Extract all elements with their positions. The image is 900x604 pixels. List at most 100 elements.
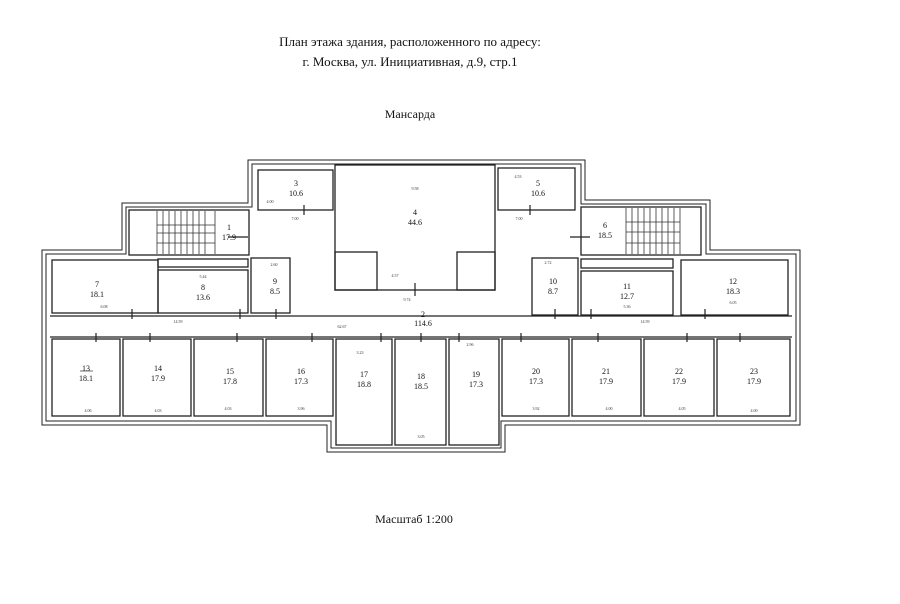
svg-text:22: 22 — [675, 367, 683, 376]
svg-text:1: 1 — [227, 223, 231, 232]
room-5[interactable]: 510.6 4.53 — [497, 167, 576, 211]
svg-text:18.3: 18.3 — [726, 287, 740, 296]
svg-text:12: 12 — [729, 277, 737, 286]
svg-text:10.6: 10.6 — [531, 189, 545, 198]
right-staircase — [580, 206, 702, 256]
svg-text:21: 21 — [602, 367, 610, 376]
dim-hall-width: 9.74 — [404, 297, 411, 302]
doors — [95, 205, 741, 342]
svg-text:18.5: 18.5 — [414, 382, 428, 391]
svg-text:2.72: 2.72 — [545, 260, 552, 265]
room-7[interactable]: 718.1 6.08 — [51, 259, 159, 314]
shaft — [157, 258, 249, 268]
svg-text:2.60: 2.60 — [271, 262, 278, 267]
plan-title-line1: План этажа здания, расположенного по адр… — [279, 34, 541, 49]
svg-text:4.53: 4.53 — [515, 174, 522, 179]
svg-text:4.03: 4.03 — [155, 408, 162, 413]
svg-text:4.00: 4.00 — [751, 408, 758, 413]
svg-text:8.7: 8.7 — [548, 287, 558, 296]
svg-text:3.96: 3.96 — [298, 406, 305, 411]
svg-text:3: 3 — [294, 179, 298, 188]
svg-text:17: 17 — [360, 370, 368, 379]
svg-text:5.36: 5.36 — [624, 304, 631, 309]
svg-text:17.3: 17.3 — [529, 377, 543, 386]
svg-text:9: 9 — [273, 277, 277, 286]
svg-text:8.5: 8.5 — [270, 287, 280, 296]
shaft — [580, 258, 674, 269]
svg-text:23: 23 — [750, 367, 758, 376]
svg-text:4.03: 4.03 — [225, 406, 232, 411]
svg-text:13.6: 13.6 — [196, 293, 210, 302]
svg-text:13: 13 — [82, 364, 90, 373]
svg-text:10: 10 — [549, 277, 557, 286]
room-9[interactable]: 98.5 2.60 — [250, 257, 291, 314]
svg-text:17.9: 17.9 — [747, 377, 761, 386]
svg-text:3.92: 3.92 — [533, 406, 540, 411]
outer-wall — [41, 159, 801, 453]
svg-text:4.00: 4.00 — [606, 406, 613, 411]
room-8[interactable]: 813.6 5.44 — [157, 269, 249, 314]
svg-text:6.08: 6.08 — [101, 304, 108, 309]
svg-text:19: 19 — [472, 370, 480, 379]
svg-text:114.6: 114.6 — [414, 319, 432, 328]
svg-text:44.6: 44.6 — [408, 218, 422, 227]
svg-text:17.8: 17.8 — [223, 377, 237, 386]
svg-text:8: 8 — [201, 283, 205, 292]
svg-text:14.59: 14.59 — [174, 319, 183, 324]
svg-text:14.59: 14.59 — [641, 319, 650, 324]
svg-text:5.44: 5.44 — [200, 274, 207, 279]
svg-text:4: 4 — [413, 208, 417, 217]
svg-text:16: 16 — [297, 367, 305, 376]
svg-text:18.8: 18.8 — [357, 380, 371, 389]
svg-text:7: 7 — [95, 280, 99, 289]
svg-text:17.3: 17.3 — [469, 380, 483, 389]
inner-wall — [45, 163, 797, 449]
svg-text:15: 15 — [226, 367, 234, 376]
svg-text:17.9: 17.9 — [151, 374, 165, 383]
svg-text:10.6: 10.6 — [289, 189, 303, 198]
svg-text:4.00: 4.00 — [267, 199, 274, 204]
svg-text:17.9: 17.9 — [672, 377, 686, 386]
svg-text:14: 14 — [154, 364, 162, 373]
svg-text:18.1: 18.1 — [79, 374, 93, 383]
svg-text:18.1: 18.1 — [90, 290, 104, 299]
scale-label: Масштаб 1:200 — [375, 512, 453, 526]
room-3[interactable]: 310.6 4.00 — [257, 169, 334, 211]
svg-text:20: 20 — [532, 367, 540, 376]
svg-text:17.3: 17.3 — [294, 377, 308, 386]
svg-text:11: 11 — [623, 282, 631, 291]
svg-text:4.06: 4.06 — [85, 408, 92, 413]
svg-text:3.23: 3.23 — [357, 350, 364, 355]
plan-title-line2: г. Москва, ул. Инициативная, д.9, стр.1 — [302, 54, 518, 69]
svg-text:5: 5 — [536, 179, 540, 188]
floor-label: Мансарда — [384, 107, 436, 121]
svg-text:3.05: 3.05 — [418, 434, 425, 439]
svg-text:17.9: 17.9 — [599, 377, 613, 386]
room-1[interactable]: 117.9 — [222, 223, 236, 242]
room-4[interactable]: 444.6 9.58 4.57 — [334, 164, 496, 291]
svg-text:18.5: 18.5 — [598, 231, 612, 240]
room-6[interactable]: 618.5 — [598, 221, 612, 240]
svg-text:12.7: 12.7 — [620, 292, 634, 301]
svg-text:62.67: 62.67 — [338, 324, 347, 329]
svg-text:4.57: 4.57 — [392, 273, 399, 278]
room-10[interactable]: 108.7 2.72 — [531, 257, 579, 316]
svg-text:2: 2 — [421, 310, 425, 319]
svg-text:18: 18 — [417, 372, 425, 381]
dim-left-hall: 7.00 — [292, 216, 299, 221]
left-staircase — [128, 209, 250, 256]
